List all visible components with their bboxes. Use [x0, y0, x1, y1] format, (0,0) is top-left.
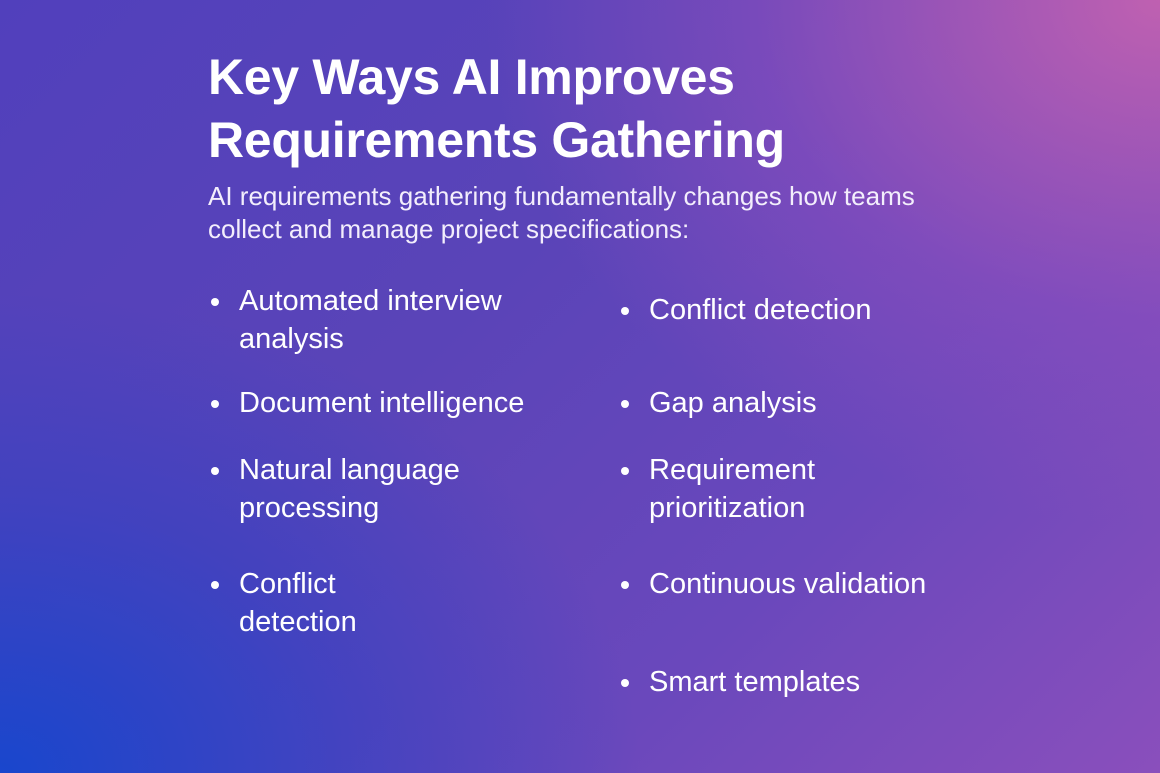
list-item: Natural language processing [208, 451, 529, 527]
list-item: Conflict detection [618, 291, 1009, 329]
list-item: Requirement prioritization [618, 451, 879, 527]
bullet-icon [211, 298, 219, 306]
bullet-icon [621, 679, 629, 687]
item-label: Continuous validation [649, 568, 927, 600]
list-item: Gap analysis [618, 384, 1009, 422]
item-label: Document intelligence [239, 387, 525, 419]
item-label: Conflict detection [239, 568, 357, 638]
bullet-icon [621, 400, 629, 408]
item-label: Conflict detection [649, 294, 872, 326]
bullet-icon [621, 307, 629, 315]
bullet-icon [621, 581, 629, 589]
item-label: Automated interview analysis [239, 285, 502, 355]
bullet-icon [211, 581, 219, 589]
bullet-icon [211, 400, 219, 408]
list-item: Document intelligence [208, 384, 579, 422]
bullet-icon [211, 467, 219, 475]
list-item: Conflict detection [208, 565, 409, 641]
subtitle: AI requirements gathering fundamentally … [208, 181, 915, 244]
item-label: Gap analysis [649, 387, 817, 419]
list-item: Continuous validation [618, 565, 1009, 603]
list-item: Automated interview analysis [208, 282, 569, 358]
bullet-icon [621, 467, 629, 475]
item-label: Smart templates [649, 666, 861, 698]
item-label: Requirement prioritization [649, 454, 816, 524]
page-title: Key Ways AI Improves Requirements Gather… [208, 49, 785, 168]
list-item: Smart templates [618, 663, 1009, 701]
item-label: Natural language processing [239, 454, 460, 524]
